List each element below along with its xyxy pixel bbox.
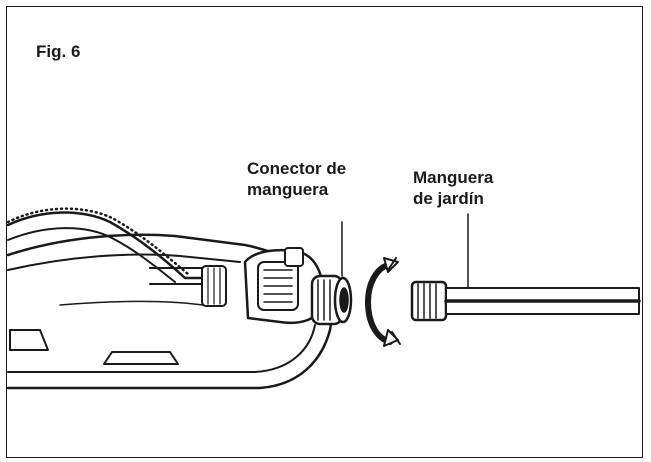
hose-connector bbox=[310, 221, 353, 326]
label-garden-hose-line2: de jardín bbox=[413, 189, 484, 208]
figure-title: Fig. 6 bbox=[36, 42, 81, 61]
garden-hose bbox=[410, 213, 641, 322]
label-garden-hose: Manguera de jardín bbox=[413, 167, 493, 209]
oscillating-arm bbox=[6, 207, 207, 283]
label-hose-connector-line2: manguera bbox=[247, 180, 329, 199]
label-hose-connector-line1: Conector de bbox=[247, 159, 347, 178]
motor-housing bbox=[243, 247, 325, 324]
label-garden-hose-line1: Manguera bbox=[413, 168, 494, 187]
rotation-arrow-icon bbox=[365, 257, 401, 347]
label-hose-connector: Conector de manguera bbox=[247, 158, 346, 200]
drive-rod bbox=[149, 265, 227, 307]
figure-frame bbox=[6, 6, 643, 458]
